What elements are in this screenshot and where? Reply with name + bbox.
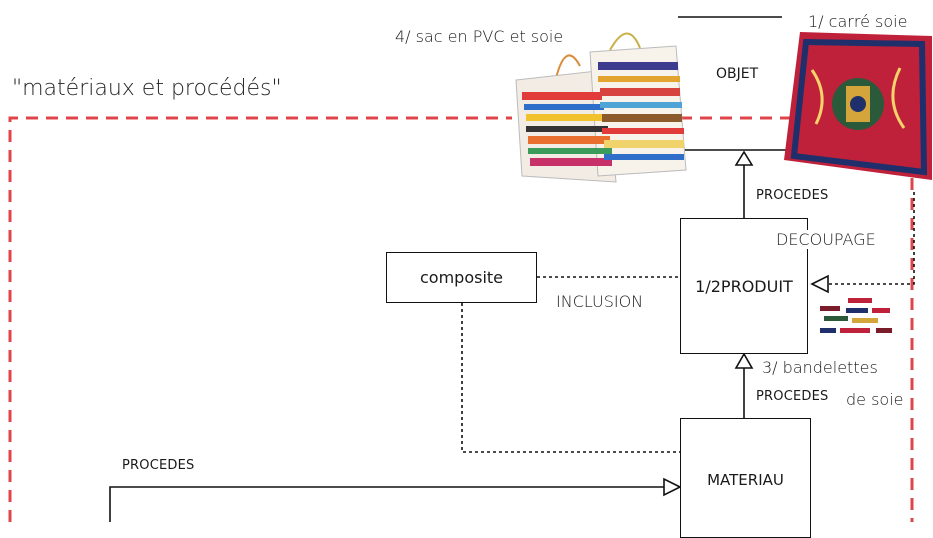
inclusion-label: INCLUSION xyxy=(556,292,644,311)
produit-label: 1/2PRODUIT xyxy=(695,276,793,296)
materiau-box: MATERIAU xyxy=(680,418,811,538)
composite-box: composite xyxy=(386,252,537,303)
sac-label: 4/ sac en PVC et soie xyxy=(395,27,564,46)
procedes-left-arrow xyxy=(663,477,682,497)
scarf-illustration xyxy=(784,32,932,180)
decoupage-arrow xyxy=(810,274,829,294)
bag-illustration xyxy=(515,32,687,183)
procedes-mid-label: PROCEDES xyxy=(756,389,829,404)
objet-label: OBJET xyxy=(716,66,759,82)
silk-strips-illustration xyxy=(820,298,892,333)
composite-to-materiau-dotted-line xyxy=(461,303,680,453)
carre-label: 1/ carré soie xyxy=(808,12,908,31)
procedes-left-line xyxy=(109,486,664,522)
section-title: "matériaux et procédés" xyxy=(12,76,282,101)
procedes-left-label: PROCEDES xyxy=(122,458,195,473)
decoupage-dotted-line xyxy=(828,192,915,285)
procedes-top-label: PROCEDES xyxy=(756,188,829,203)
materiau-label: MATERIAU xyxy=(707,471,784,489)
bandelettes-label-line1: 3/ bandelettes xyxy=(762,358,878,377)
produit-to-objet-arrow xyxy=(734,150,754,166)
diagram-connectors xyxy=(8,16,932,522)
decoupage-label: DECOUPAGE xyxy=(776,230,876,249)
red-dashed-frame xyxy=(8,116,914,522)
produit-box: 1/2PRODUIT xyxy=(680,218,808,354)
composite-label: composite xyxy=(419,268,503,287)
materiau-to-produit-arrow xyxy=(734,352,754,369)
bandelettes-label-line2: de soie xyxy=(846,390,904,409)
